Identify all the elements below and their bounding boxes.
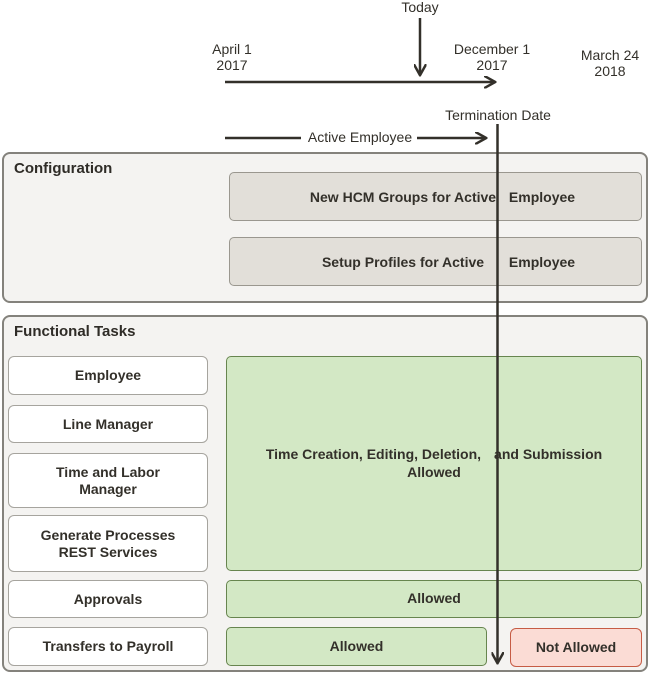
- date-march-2018: March 24 2018: [570, 47, 650, 79]
- date-line1: December 1: [453, 41, 531, 57]
- config-box-setup-profiles: Setup Profiles for Active Employee: [229, 237, 642, 286]
- role-label: REST Services: [58, 543, 158, 560]
- config-box-new-hcm-groups: New HCM Groups for Active Employee: [229, 172, 642, 221]
- status-label-right: and Submission: [494, 446, 603, 462]
- active-employee-label: Active Employee: [307, 129, 413, 145]
- role-label: Approvals: [73, 590, 143, 607]
- date-line2: 2018: [594, 62, 626, 79]
- role-label: Transfers to Payroll: [42, 638, 174, 655]
- role-label: Line Manager: [62, 415, 154, 432]
- role-box-approvals: Approvals: [8, 580, 208, 618]
- role-label: Generate Processes: [40, 526, 176, 543]
- status-box-time-creation: Time Creation, Editing, Deletion, and Su…: [226, 356, 642, 571]
- status-label-left: Time Creation, Editing, Deletion,: [265, 446, 482, 462]
- status-label: Allowed: [407, 590, 461, 607]
- config-box-label-right: Employee: [508, 253, 576, 270]
- status-label: Allowed: [329, 637, 384, 654]
- config-box-label-left: New HCM Groups for Active: [309, 188, 497, 205]
- date-line1: March 24: [580, 47, 640, 63]
- role-box-time-and-labor-manager: Time and Labor Manager: [8, 453, 208, 508]
- date-line1: April 1: [212, 41, 252, 57]
- role-label: Manager: [79, 480, 137, 497]
- status-label-allowed: Allowed: [407, 463, 461, 480]
- status-box-transfers-allowed: Allowed: [226, 627, 487, 666]
- date-december-2017: December 1 2017: [452, 41, 532, 73]
- role-box-transfers-to-payroll: Transfers to Payroll: [8, 627, 208, 666]
- functional-tasks-title: Functional Tasks: [14, 323, 136, 340]
- date-line2: 2017: [216, 56, 248, 73]
- config-box-label-left: Setup Profiles for Active: [321, 253, 485, 270]
- role-label: Employee: [74, 367, 142, 384]
- configuration-title: Configuration: [14, 160, 113, 177]
- role-box-employee: Employee: [8, 356, 208, 395]
- today-label: Today: [401, 0, 439, 15]
- status-box-transfers-not-allowed: Not Allowed: [510, 628, 642, 667]
- termination-date-label: Termination Date: [445, 107, 551, 123]
- config-box-label-right: Employee: [508, 188, 576, 205]
- role-label: Time and Labor: [56, 463, 160, 480]
- status-label: Not Allowed: [535, 638, 617, 655]
- role-box-line-manager: Line Manager: [8, 405, 208, 443]
- role-box-generate-processes-rest-services: Generate Processes REST Services: [8, 515, 208, 572]
- date-line2: 2017: [476, 56, 508, 73]
- date-april-2017: April 1 2017: [192, 41, 272, 73]
- status-box-approvals: Allowed: [226, 580, 642, 618]
